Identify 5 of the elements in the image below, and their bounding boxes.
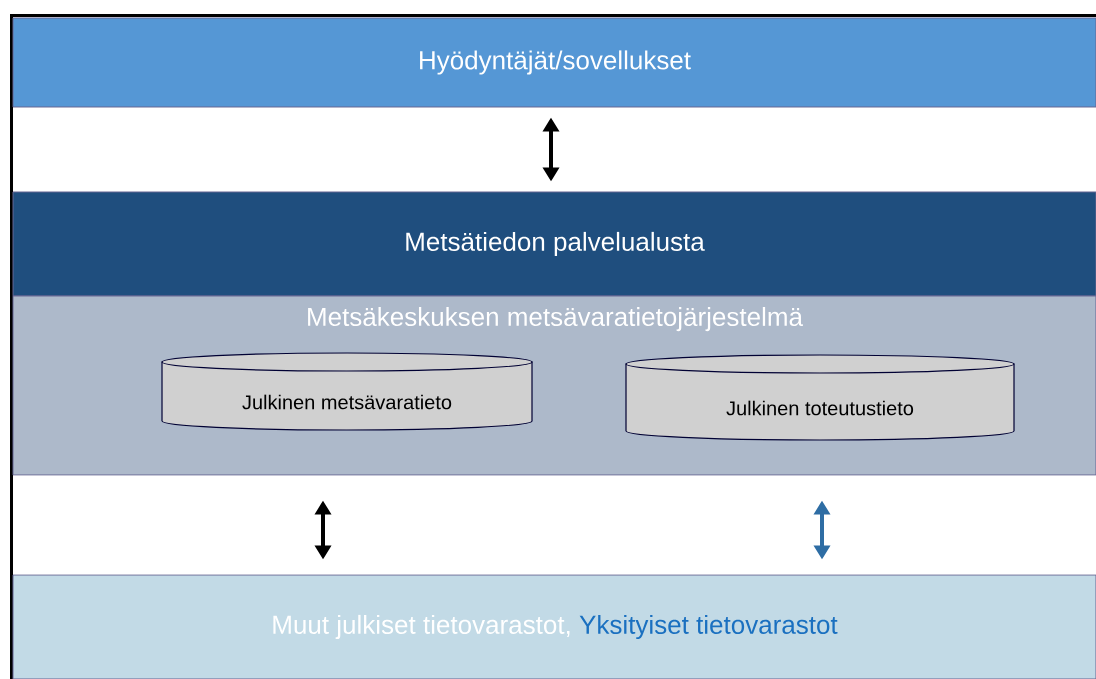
database-cylinder: Julkinen toteutustieto <box>625 354 1015 441</box>
layer-band: Hyödyntäjät/sovellukset <box>12 17 1096 108</box>
database-cylinder: Julkinen metsävaratieto <box>161 352 533 431</box>
layer-band: Muut julkiset tietovarastot, Yksityiset tietovarastot <box>12 574 1096 679</box>
layer-band: Metsätiedon palvelualusta <box>12 191 1096 297</box>
